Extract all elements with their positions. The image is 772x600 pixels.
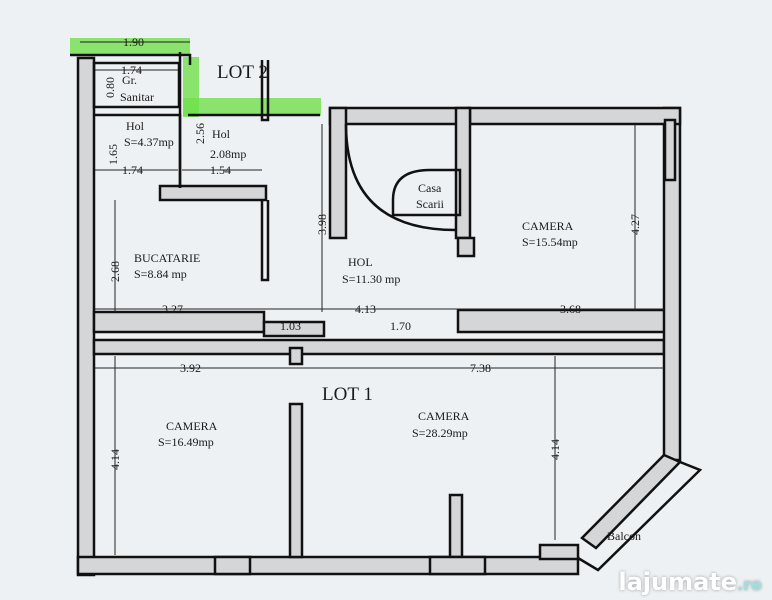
room-area: Scarii [416, 197, 445, 211]
room-area: S=15.54mp [522, 235, 578, 249]
room-area: S=28.29mp [412, 426, 468, 440]
dimension-label: 3.92 [180, 361, 201, 375]
lot2-label: LOT 2 [217, 62, 268, 83]
lot1-label: LOT 1 [322, 384, 373, 405]
room-area: Sanitar [120, 90, 154, 104]
room-area: S=16.49mp [158, 435, 214, 449]
watermark-tld: .ro [737, 575, 762, 594]
dimension-labels: 1.90 1.74 0.80 1.65 1.74 2.56 1.54 3.98 … [103, 35, 642, 470]
dimension-label: 3.27 [162, 302, 183, 316]
dimension-label: 2.68 [108, 261, 122, 282]
watermark-logo: lajumate.ro [618, 568, 762, 596]
dimension-label: 2.56 [193, 123, 207, 144]
dimension-label: 4.27 [628, 214, 642, 235]
dimension-lines [80, 41, 664, 555]
dimension-label: 1.74 [122, 163, 143, 177]
dimension-label: 0.80 [103, 77, 117, 98]
dimension-label: 3.68 [560, 302, 581, 316]
dimension-label: 4.14 [108, 449, 122, 470]
dimension-label: 1.74 [121, 63, 142, 77]
room-name: HOL [348, 255, 373, 269]
room-area: S=4.37mp [124, 135, 174, 149]
dimension-label: 1.90 [123, 35, 144, 49]
room-area: S=8.84 mp [134, 267, 187, 281]
dimension-label: 1.70 [390, 319, 411, 333]
room-name: BUCATARIE [134, 251, 200, 265]
lot2-highlight [183, 98, 321, 116]
dimension-label: 4.14 [548, 439, 562, 460]
room-area: S=11.30 mp [342, 272, 400, 286]
room-name: Gr. [122, 73, 137, 87]
room-name: Casa [418, 181, 442, 195]
room-name: CAMERA [418, 409, 470, 423]
watermark-brand: lajumate [618, 568, 738, 596]
room-name: Hol [212, 127, 231, 141]
dimension-label: 1.03 [280, 319, 301, 333]
room-name: Hol [126, 119, 145, 133]
room-name: Balcon [607, 529, 641, 543]
room-area: 2.08mp [210, 147, 246, 161]
room-name: CAMERA [166, 419, 218, 433]
dimension-label: 3.98 [315, 214, 329, 235]
dimension-label: 4.13 [355, 302, 376, 316]
walls [76, 56, 683, 577]
dimension-label: 7.38 [470, 361, 491, 375]
dimension-label: 1.65 [106, 144, 120, 165]
labels: LOT 2 LOT 1 Gr. Sanitar Hol S=4.37mp Hol… [120, 62, 641, 543]
dimension-label: 1.54 [210, 163, 231, 177]
room-name: CAMERA [522, 219, 574, 233]
thin-lines [70, 52, 703, 572]
